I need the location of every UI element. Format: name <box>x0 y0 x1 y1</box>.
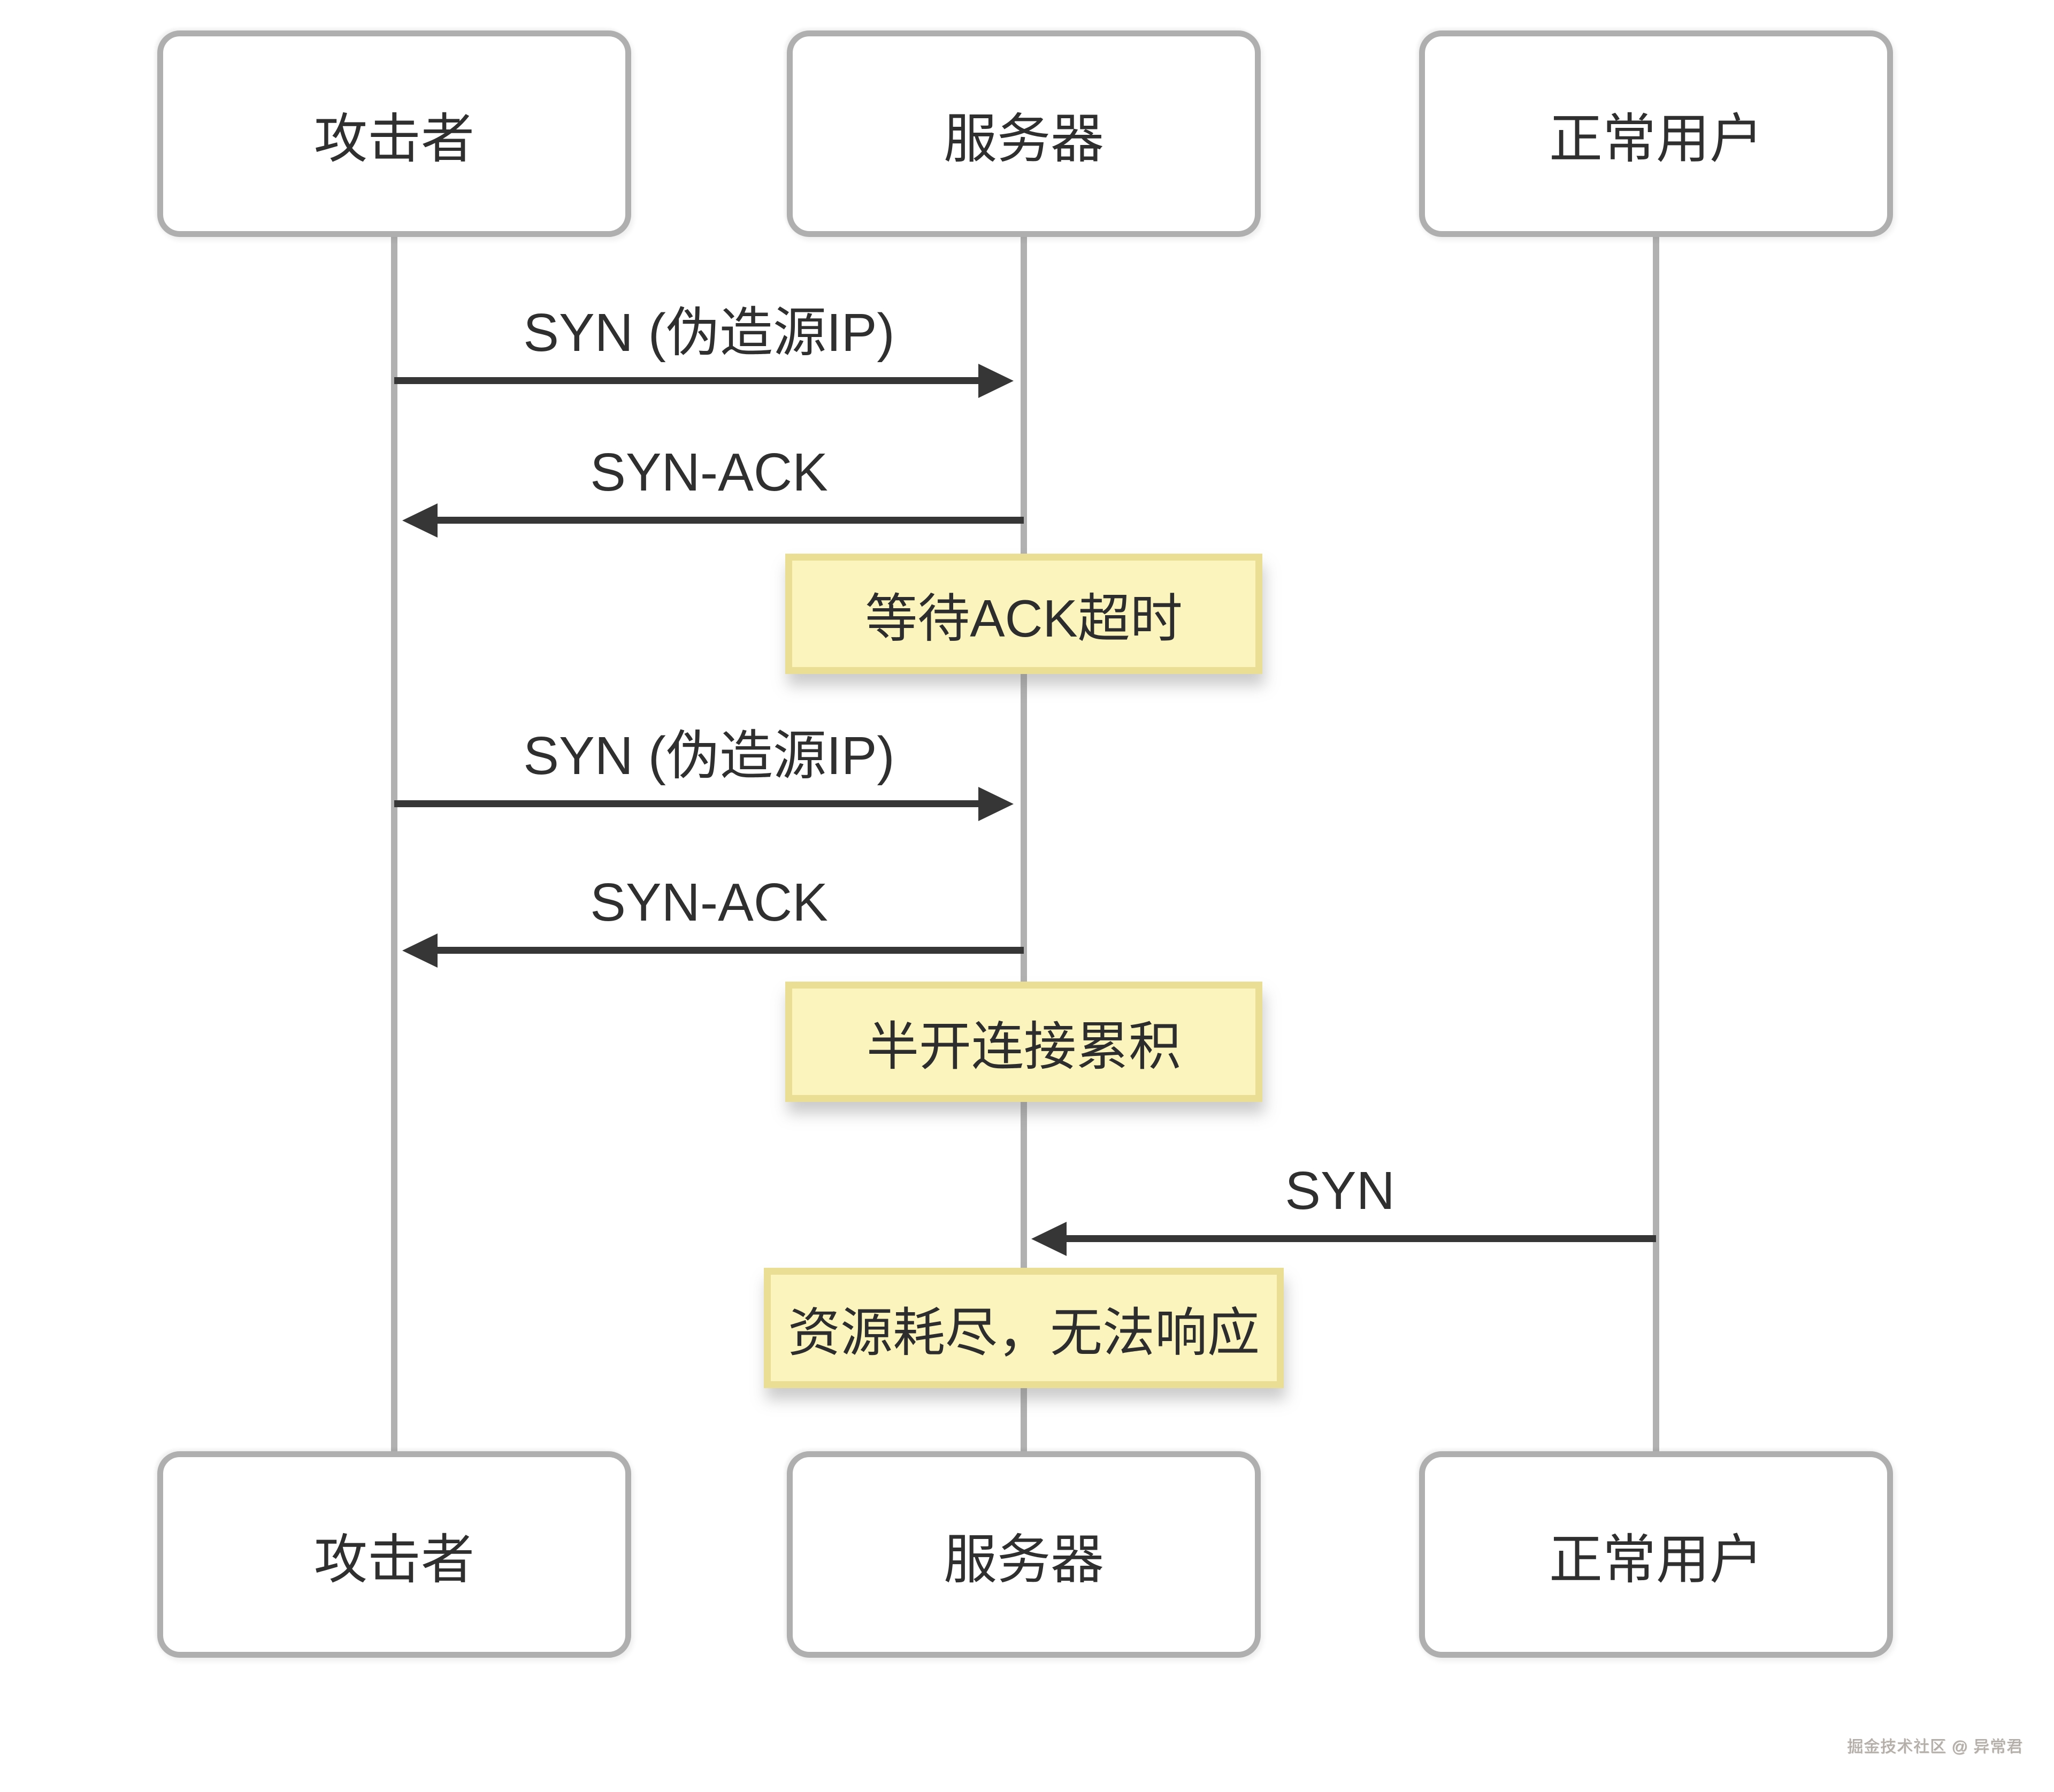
arrowhead-left-icon <box>402 503 438 538</box>
actor-box-normal-user-bottom: 正常用户 <box>1419 1451 1893 1658</box>
actor-label-normal-user: 正常用户 <box>1549 1529 1763 1590</box>
note-resource-exhausted: 资源耗尽，无法响应 <box>764 1268 1284 1388</box>
message-label-syn-forged-2: SYN (伪造源IP) <box>523 726 895 786</box>
actor-label-attacker: 攻击者 <box>314 109 474 169</box>
note-label: 半开连接累积 <box>866 1016 1181 1076</box>
arrowhead-left-icon <box>402 933 438 968</box>
arrowhead-left-icon <box>1031 1222 1067 1256</box>
lifeline-normal-user <box>1653 235 1659 1454</box>
actor-box-server-bottom: 服务器 <box>787 1451 1261 1658</box>
actor-label-normal-user: 正常用户 <box>1549 109 1763 169</box>
note-wait-ack-timeout: 等待ACK超时 <box>785 554 1262 674</box>
message-label-syn-ack-1: SYN-ACK <box>590 442 828 502</box>
lifeline-attacker <box>391 235 397 1454</box>
arrowhead-right-icon <box>978 787 1014 821</box>
note-label: 等待ACK超时 <box>865 588 1183 648</box>
actor-box-server-top: 服务器 <box>787 30 1261 237</box>
message-label-syn-user: SYN <box>1285 1161 1395 1221</box>
watermark-text: 掘金技术社区 @ 异常君 <box>1846 1738 2023 1756</box>
actor-label-server: 服务器 <box>944 109 1104 169</box>
actor-box-attacker-bottom: 攻击者 <box>157 1451 631 1658</box>
message-label-syn-forged-1: SYN (伪造源IP) <box>523 303 895 363</box>
actor-box-normal-user-top: 正常用户 <box>1419 30 1893 237</box>
message-label-syn-ack-2: SYN-ACK <box>590 872 828 932</box>
lifeline-server <box>1021 235 1027 1454</box>
actor-box-attacker-top: 攻击者 <box>157 30 631 237</box>
message-arrow-syn-ack-2 <box>438 947 1024 954</box>
note-half-open-accumulate: 半开连接累积 <box>785 982 1262 1102</box>
message-arrow-syn-forged-2 <box>394 800 978 807</box>
actor-label-attacker: 攻击者 <box>314 1529 474 1590</box>
message-arrow-syn-forged-1 <box>394 377 978 384</box>
note-label: 资源耗尽，无法响应 <box>787 1303 1260 1362</box>
actor-label-server: 服务器 <box>944 1529 1104 1590</box>
message-arrow-syn-user <box>1067 1235 1656 1242</box>
message-arrow-syn-ack-1 <box>438 517 1024 524</box>
arrowhead-right-icon <box>978 364 1014 398</box>
